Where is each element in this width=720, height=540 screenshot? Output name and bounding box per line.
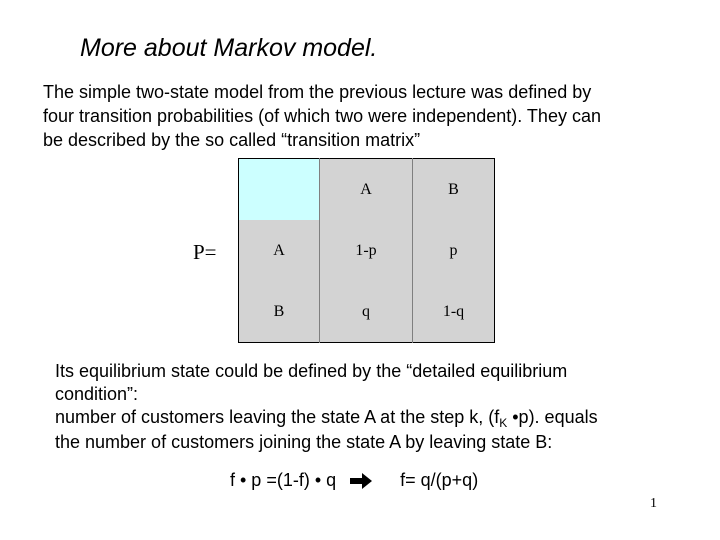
row-header-b: B	[273, 302, 285, 320]
body-line: number of customers leaving the state A …	[55, 406, 705, 431]
matrix-header-row: A B	[238, 158, 495, 220]
intro-paragraph: The simple two-state model from the prev…	[43, 80, 683, 152]
formula-left: f • p =(1-f) • q	[230, 470, 337, 490]
body-line-prefix: number of customers leaving the state A …	[55, 407, 500, 427]
intro-line: be described by the so called “transitio…	[43, 130, 421, 150]
intro-line: The simple two-state model from the prev…	[43, 82, 592, 102]
matrix-cell-b-b: 1-q	[412, 281, 495, 343]
matrix-cell-a-a: 1-p	[319, 220, 413, 281]
body-line: condition”:	[55, 384, 139, 404]
matrix-label: P=	[193, 240, 217, 264]
body-line: the number of customers joining the stat…	[55, 432, 553, 452]
matrix-row-b: B q 1-q	[239, 281, 495, 343]
page-number: 1	[650, 496, 657, 511]
equilibrium-formula: f • p =(1-f) • q f= q/(p+q)	[230, 470, 478, 491]
transition-matrix: A B A 1-p p B q 1-q	[238, 158, 495, 343]
matrix-cell-a-b: p	[412, 220, 495, 281]
slide-title: More about Markov model.	[80, 34, 378, 62]
matrix-row-a: A 1-p p	[239, 220, 495, 281]
column-header-b: B	[412, 158, 495, 220]
row-header-a: A	[273, 241, 285, 259]
formula-right: f= q/(p+q)	[400, 470, 479, 490]
intro-line: four transition probabilities (of which …	[43, 106, 601, 126]
matrix-cell-b-a: q	[319, 281, 413, 343]
body-line-suffix: •p). equals	[507, 407, 598, 427]
column-header-a: A	[319, 158, 413, 220]
matrix-corner-cell	[238, 158, 320, 220]
equilibrium-paragraph: Its equilibrium state could be defined b…	[55, 360, 705, 454]
subscript-k: K	[499, 416, 508, 430]
right-arrow-icon	[350, 472, 373, 489]
body-line: Its equilibrium state could be defined b…	[55, 361, 568, 381]
